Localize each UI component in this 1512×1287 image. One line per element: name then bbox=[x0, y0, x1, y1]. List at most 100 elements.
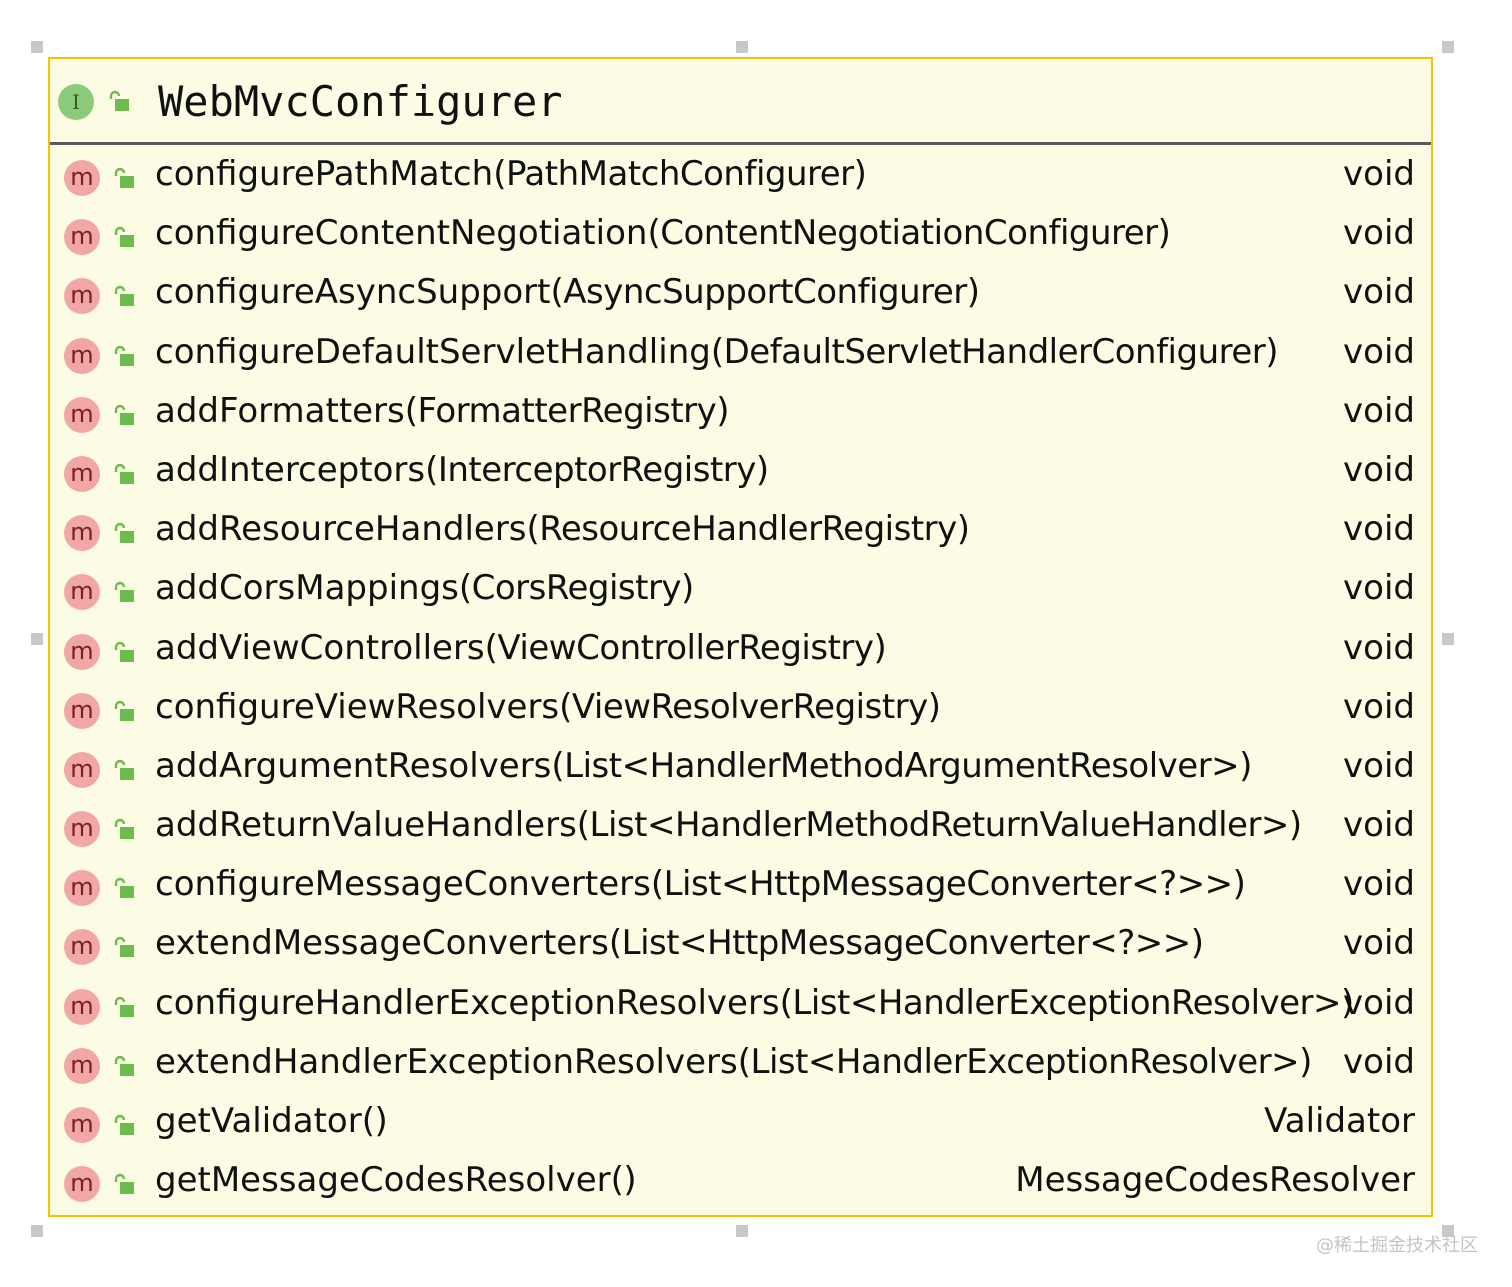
method-icon: m bbox=[64, 1107, 100, 1143]
method-signature: getValidator() bbox=[155, 1100, 388, 1142]
method-name: addInterceptors bbox=[155, 449, 426, 490]
public-lock-icon bbox=[114, 582, 134, 603]
method-icon: m bbox=[64, 396, 100, 433]
method-return-type: void bbox=[1343, 331, 1415, 372]
method-row[interactable]: m configureViewResolvers(ViewResolverRegi… bbox=[50, 678, 1431, 737]
public-lock-icon bbox=[114, 996, 134, 1017]
method-return-type: void bbox=[1343, 509, 1415, 550]
method-row[interactable]: m getMessageCodesResolver() MessageCodesRe… bbox=[50, 1151, 1431, 1210]
method-return-type: MessageCodesResolver bbox=[1015, 1160, 1415, 1201]
public-lock-icon bbox=[114, 700, 134, 721]
method-icon: m bbox=[64, 1047, 100, 1084]
method-row[interactable]: m configureContentNegotiation(ContentNego… bbox=[50, 204, 1431, 263]
method-params: (ContentNegotiationConfigurer) bbox=[647, 213, 1171, 254]
method-signature: configureContentNegotiation(ContentNegot… bbox=[155, 212, 1171, 254]
method-name: configureViewResolvers bbox=[155, 686, 560, 727]
method-signature: getMessageCodesResolver() bbox=[155, 1159, 637, 1201]
method-row[interactable]: m extendHandlerExceptionResolvers(List<Ha… bbox=[50, 1033, 1431, 1092]
method-icon: m bbox=[64, 574, 100, 611]
method-icon: m bbox=[64, 870, 100, 907]
method-params: (ViewResolverRegistry) bbox=[559, 686, 941, 727]
method-icon: m bbox=[64, 811, 100, 848]
method-name: addFormatters bbox=[155, 390, 405, 431]
method-params: (DefaultServletHandlerConfigurer) bbox=[710, 331, 1279, 372]
selection-handle-mid-left[interactable] bbox=[31, 633, 43, 645]
selection-handle-top-right[interactable] bbox=[1442, 41, 1454, 53]
public-lock-icon bbox=[114, 286, 134, 307]
method-icon: m bbox=[64, 160, 100, 196]
method-icon: m bbox=[64, 692, 100, 729]
public-lock-icon bbox=[114, 1174, 134, 1195]
public-lock-icon bbox=[114, 759, 134, 780]
method-signature: addViewControllers(ViewControllerRegistr… bbox=[155, 627, 887, 669]
method-return-type: void bbox=[1343, 154, 1415, 194]
method-icon: m bbox=[64, 1166, 100, 1203]
public-lock-icon bbox=[114, 1055, 134, 1076]
interface-header: I WebMvcConfigurer bbox=[50, 59, 1431, 145]
method-row[interactable]: m getValidator() Validator bbox=[50, 1092, 1431, 1151]
method-params: (ResourceHandlerRegistry) bbox=[526, 509, 971, 550]
method-return-type: Validator bbox=[1264, 1101, 1415, 1141]
interface-name: WebMvcConfigurer bbox=[158, 77, 563, 126]
method-params: (InterceptorRegistry) bbox=[425, 449, 769, 490]
public-lock-icon bbox=[109, 90, 129, 111]
method-return-type: void bbox=[1343, 805, 1415, 846]
method-return-type: void bbox=[1343, 1041, 1415, 1082]
method-signature: addArgumentResolvers(List<HandlerMethodA… bbox=[155, 745, 1252, 787]
method-row[interactable]: m configureMessageConverters(List<HttpMes… bbox=[50, 855, 1431, 914]
method-params: (List<HandlerExceptionResolver>) bbox=[737, 1041, 1313, 1082]
method-signature: addCorsMappings(CorsRegistry) bbox=[155, 567, 694, 609]
public-lock-icon bbox=[114, 937, 134, 958]
selection-handle-top-center[interactable] bbox=[736, 41, 748, 53]
method-return-type: void bbox=[1343, 923, 1415, 964]
method-name: extendMessageConverters bbox=[155, 923, 609, 964]
public-lock-icon bbox=[114, 167, 134, 188]
method-params: (CorsRegistry) bbox=[458, 568, 694, 609]
selection-handle-mid-right[interactable] bbox=[1442, 633, 1454, 645]
method-params: (List<HttpMessageConverter<?>>) bbox=[650, 864, 1246, 905]
method-return-type: void bbox=[1343, 272, 1415, 313]
method-name: configureMessageConverters bbox=[155, 864, 651, 905]
method-params: (List<HandlerExceptionResolver>) bbox=[779, 982, 1355, 1023]
method-name: configureHandlerExceptionResolvers bbox=[155, 982, 780, 1023]
interface-icon: I bbox=[58, 84, 94, 120]
method-params: (List<HttpMessageConverter<?>>) bbox=[608, 923, 1204, 964]
method-signature: extendHandlerExceptionResolvers(List<Han… bbox=[155, 1041, 1312, 1083]
selection-handle-top-left[interactable] bbox=[31, 41, 43, 53]
selection-handle-bottom-right[interactable] bbox=[1442, 1225, 1454, 1237]
method-name: getMessageCodesResolver bbox=[155, 1160, 611, 1201]
method-row[interactable]: m addArgumentResolvers(List<HandlerMethod… bbox=[50, 737, 1431, 796]
public-lock-icon bbox=[114, 522, 134, 544]
public-lock-icon bbox=[114, 1114, 134, 1135]
method-name: addResourceHandlers bbox=[155, 509, 527, 550]
method-params: () bbox=[361, 1101, 388, 1141]
method-name: getValidator bbox=[155, 1101, 362, 1141]
method-params: () bbox=[610, 1160, 637, 1201]
method-name: configureAsyncSupport bbox=[155, 272, 551, 313]
method-icon: m bbox=[64, 633, 100, 670]
method-signature: configureMessageConverters(List<HttpMess… bbox=[155, 863, 1246, 905]
method-row[interactable]: m addViewControllers(ViewControllerRegist… bbox=[50, 619, 1431, 678]
public-lock-icon bbox=[114, 818, 134, 840]
selection-handle-bottom-center[interactable] bbox=[736, 1225, 748, 1237]
method-icon: m bbox=[64, 219, 100, 256]
method-icon: m bbox=[64, 337, 100, 374]
method-return-type: void bbox=[1343, 627, 1415, 668]
method-params: (PathMatchConfigurer) bbox=[493, 154, 867, 194]
selection-handle-bottom-left[interactable] bbox=[31, 1225, 43, 1237]
method-icon: m bbox=[64, 751, 100, 788]
method-name: configureContentNegotiation bbox=[155, 213, 648, 254]
watermark: @稀土掘金技术社区 bbox=[1316, 1235, 1478, 1256]
